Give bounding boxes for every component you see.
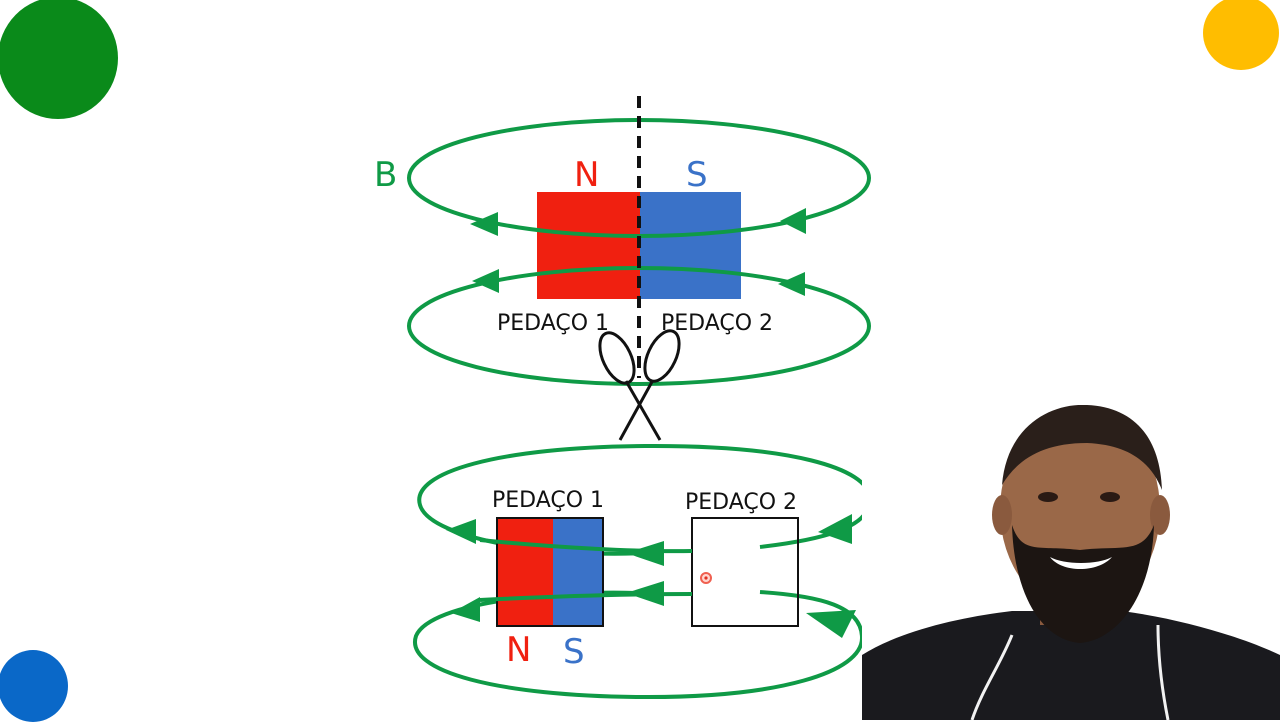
bottom-piece1-label: PEDAÇO 1 <box>492 488 604 513</box>
bottom-magnet-north <box>497 518 553 626</box>
blue-decor-circle <box>0 650 68 722</box>
bottom-field-through <box>479 538 693 602</box>
top-piece2-label: PEDAÇO 2 <box>661 311 773 336</box>
field-arrow-icon <box>806 610 856 638</box>
top-magnet-north <box>537 192 640 299</box>
field-arrow-icon <box>780 208 806 234</box>
top-field-arrows <box>470 208 806 296</box>
top-piece1-label: PEDAÇO 1 <box>497 311 609 336</box>
field-arrow-icon <box>451 597 480 622</box>
field-label-b: B <box>374 155 397 195</box>
bottom-field-lines <box>413 443 873 700</box>
bottom-magnet-piece1-outline <box>496 517 604 627</box>
field-arrow-icon <box>472 269 499 293</box>
top-south-label: S <box>686 155 708 195</box>
yellow-decor-circle <box>1203 0 1279 70</box>
field-arrow-icon <box>818 514 852 544</box>
top-magnet-south <box>640 192 741 299</box>
field-arrow-icon <box>778 272 805 296</box>
bottom-magnet-south <box>553 518 603 626</box>
field-arrow-icon <box>446 519 476 544</box>
bottom-magnet-piece2-outline <box>691 517 799 627</box>
field-arrow-icon <box>626 541 664 566</box>
presenter-figure <box>862 405 1280 720</box>
bottom-north-label: N <box>506 630 531 670</box>
bottom-south-label: S <box>563 632 585 672</box>
presenter-webcam <box>862 405 1280 720</box>
bottom-piece2-label: PEDAÇO 2 <box>685 490 797 515</box>
field-arrow-icon <box>470 212 498 236</box>
bottom-field-arrows <box>446 514 856 638</box>
green-decor-circle <box>0 0 118 119</box>
top-north-label: N <box>574 155 599 195</box>
field-arrow-icon <box>626 581 664 606</box>
scissors-icon <box>598 329 681 441</box>
